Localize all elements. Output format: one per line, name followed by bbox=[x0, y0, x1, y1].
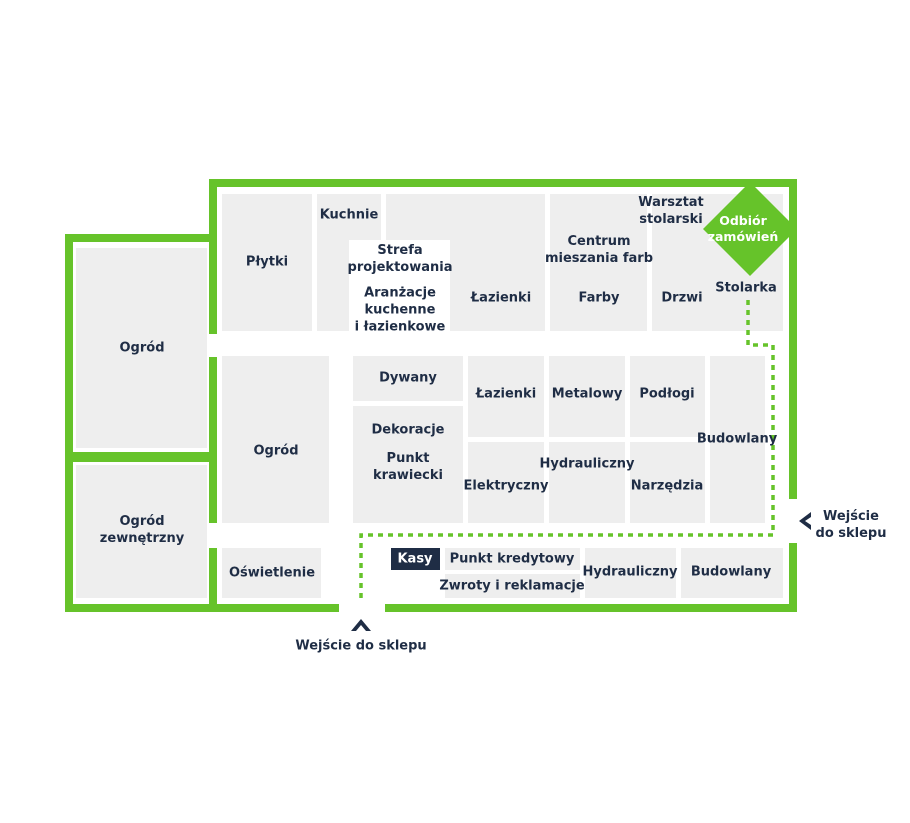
label-narzedzia: Narzędzia bbox=[630, 478, 704, 494]
zone-budowlany-mid bbox=[710, 356, 765, 523]
label-kuchnie: Kuchnie bbox=[319, 207, 379, 223]
label-hydrauliczny-bottom: Hydrauliczny bbox=[582, 564, 678, 580]
label-ogrod-left: Ogród bbox=[119, 340, 165, 356]
label-warsztat: Warsztat stolarski bbox=[638, 195, 704, 227]
label-punkt-kredytowy: Punkt kredytowy bbox=[449, 551, 575, 567]
label-kasy: Kasy bbox=[397, 551, 433, 567]
label-dekoracje: Dekoracje bbox=[371, 422, 445, 438]
odbior-badge bbox=[703, 182, 797, 276]
wall-garden-bottom bbox=[65, 604, 217, 612]
label-odbior-zamowien: Odbiór zamówień bbox=[707, 213, 779, 244]
label-lazienki-mid: Łazienki bbox=[475, 386, 537, 402]
wall-garden-divider bbox=[65, 452, 217, 462]
wall-garden-top bbox=[65, 234, 217, 242]
zone-centrum-farby bbox=[550, 194, 647, 331]
label-plytki: Płytki bbox=[245, 254, 289, 270]
label-dywany: Dywany bbox=[379, 370, 437, 386]
zone-lazienki-mid bbox=[468, 356, 544, 437]
zone-elektryczny bbox=[468, 442, 544, 523]
zone-dekoracje bbox=[353, 406, 463, 523]
store-walls bbox=[65, 179, 797, 612]
wall-bottom-right bbox=[385, 604, 797, 612]
wall-inner-left-bottom bbox=[209, 548, 217, 612]
label-budowlany-bottom: Budowlany bbox=[690, 564, 772, 580]
label-zwroty: Zwroty i reklamacje bbox=[439, 578, 585, 594]
label-metalowy: Metalowy bbox=[551, 386, 623, 402]
label-podlogi: Podłogi bbox=[639, 386, 695, 402]
label-centrum: Centrum mieszania farb bbox=[544, 234, 654, 266]
label-farby: Farby bbox=[578, 290, 620, 306]
label-strefa: Strefa projektowania bbox=[347, 243, 453, 275]
label-ogrod-zewnetrzny: Ogród zewnętrzny bbox=[99, 514, 185, 546]
wall-right-lower bbox=[789, 543, 797, 612]
label-elektryczny: Elektryczny bbox=[463, 478, 549, 494]
label-oswietlenie: Oświetlenie bbox=[228, 565, 316, 581]
zone-ogrod-left bbox=[76, 248, 207, 448]
label-lazienki-top: Łazienki bbox=[470, 290, 532, 306]
zone-podlogi bbox=[630, 356, 705, 437]
zone-zwroty bbox=[445, 574, 580, 598]
wall-inner-left-top bbox=[209, 179, 217, 334]
label-ogrod-inner: Ogród bbox=[253, 443, 299, 459]
zone-plytki bbox=[222, 194, 312, 331]
label-stolarka: Stolarka bbox=[715, 280, 777, 296]
zone-narzedzia bbox=[630, 442, 705, 523]
zone-metalowy bbox=[549, 356, 625, 437]
wall-right-upper bbox=[789, 179, 797, 499]
label-budowlany-mid: Budowlany bbox=[696, 431, 778, 447]
label-punkt-krawiecki: Punkt krawiecki bbox=[373, 451, 443, 483]
zone-hydrauliczny-mid bbox=[549, 442, 625, 523]
label-hydrauliczny-mid: Hydrauliczny bbox=[539, 456, 635, 472]
label-drzwi: Drzwi bbox=[661, 290, 703, 306]
label-entrance-bottom: Wejście do sklepu bbox=[295, 638, 427, 654]
zone-oswietlenie bbox=[222, 548, 321, 598]
wall-bottom-left bbox=[209, 604, 339, 612]
zone-strefa-inset bbox=[349, 240, 450, 331]
chevron-up-icon bbox=[351, 619, 371, 631]
chevron-left-icon bbox=[799, 512, 811, 530]
wall-garden-left bbox=[65, 234, 73, 612]
wall-inner-left-mid bbox=[209, 357, 217, 523]
zone-ogrod-zewnetrzny bbox=[76, 465, 207, 598]
zone-hydrauliczny-bottom bbox=[585, 548, 676, 598]
zone-punkt-kredytowy bbox=[445, 548, 580, 570]
walking-path bbox=[359, 300, 775, 600]
zone-kasy bbox=[391, 548, 440, 570]
zone-budowlany-bottom bbox=[681, 548, 783, 598]
label-aranzacje: Aranżacje kuchenne i łazienkowe bbox=[354, 285, 446, 335]
zone-dywany bbox=[353, 356, 463, 401]
label-entrance-right: Wejście do sklepu bbox=[815, 509, 887, 541]
zone-ogrod-inner bbox=[222, 356, 329, 523]
wall-top bbox=[209, 179, 797, 187]
